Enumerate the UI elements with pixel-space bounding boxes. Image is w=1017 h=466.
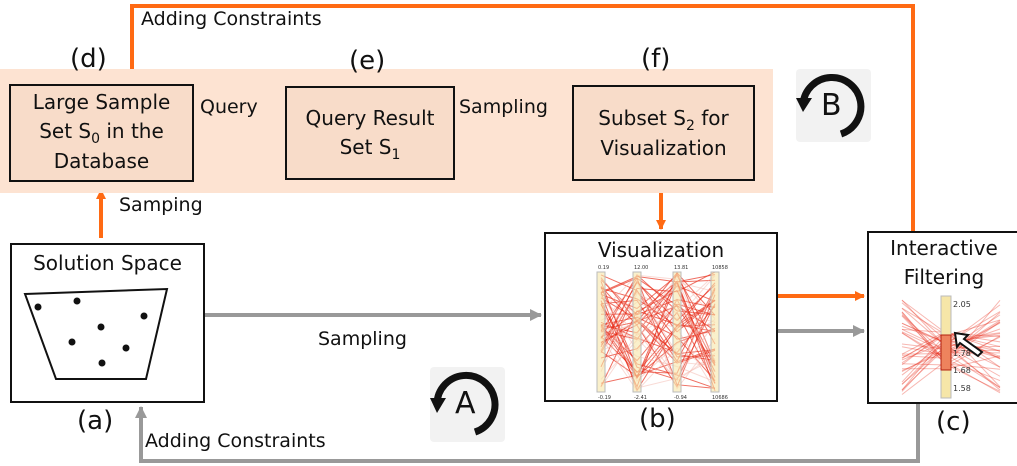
subset-box: Subset S2 for Visualization [572,85,755,181]
tag-b: (b) [639,404,676,434]
pc-axis [596,271,606,393]
interactive-filtering-line1: Interactive [890,236,998,260]
large-sample-box: Large Sample Set S0 in the Database [9,84,194,182]
query-result-box: Query Result Set S1 [285,86,455,180]
top-constraints-label: Adding Constraints [141,8,322,30]
visualization-box: Visualization [544,232,778,402]
loop-a-label: A [455,386,476,421]
solution-points [34,297,148,367]
tag-a: (a) [77,406,114,436]
pc-tick-label: -0.94 [674,395,687,401]
large-sample-line2: Set S0 in the [39,119,164,147]
large-sample-line3: Database [53,149,150,173]
solution-space-box: Solution Space [10,243,205,403]
filter-tick-label: 2.05 [953,300,971,309]
tag-d: (d) [70,44,107,74]
samping-ad-label: Samping [119,194,203,216]
bottom-constraints-arrow [135,402,920,463]
pc-tick-label: -0.19 [598,395,611,401]
tag-c: (c) [936,407,971,437]
filter-tick-label: 1.68 [953,366,971,375]
loop-a-icon [430,367,505,442]
subset-line2: Visualization [600,136,727,160]
pc-tick-label: -2.41 [634,395,647,401]
solution-space-shape [23,287,169,380]
visualization-title: Visualization [597,238,725,262]
filter-tick-label: 1.78 [953,349,971,358]
query-result-line1: Query Result [305,106,435,130]
filter-brush [940,334,952,371]
interactive-filtering-box: Interactive Filtering [867,231,1017,404]
loop-b-label: B [821,88,842,123]
bottom-constraints-label: Adding Constraints [145,430,326,452]
query-label: Query [200,96,258,118]
pc-tick-label: 10858 [712,265,728,271]
sampling-ef-label: Sampling [459,96,548,118]
pc-tick-label: 13.81 [674,265,688,271]
interactive-filtering-line2: Filtering [903,265,985,289]
pc-tick-label: 12.00 [634,265,648,271]
large-sample-line1: Large Sample [32,90,171,114]
tag-f: (f) [641,44,671,74]
top-constraints-arrow [127,4,915,233]
solution-space-title: Solution Space [33,251,182,275]
pc-axis [632,271,642,393]
pc-tick-label: 0.19 [598,265,609,271]
pc-axis [672,271,682,393]
pc-axis [710,271,720,393]
filter-plot: 2.05 1.78 1.68 1.58 [901,295,1001,399]
loop-b-icon [796,69,871,142]
filter-tick-label: 1.58 [953,384,971,393]
tag-e: (e) [349,46,386,76]
cursor-icon [953,331,984,358]
parallel-coordinates-plot: 0.19 -0.19 12.00 -2.41 13.81 -0.94 10858 10686 [596,265,728,401]
pc-tick-label: 10686 [712,395,728,401]
sampling-ab-label: Sampling [318,328,407,350]
query-result-line2: Set S1 [339,135,401,163]
subset-line1: Subset S2 for [598,106,729,134]
